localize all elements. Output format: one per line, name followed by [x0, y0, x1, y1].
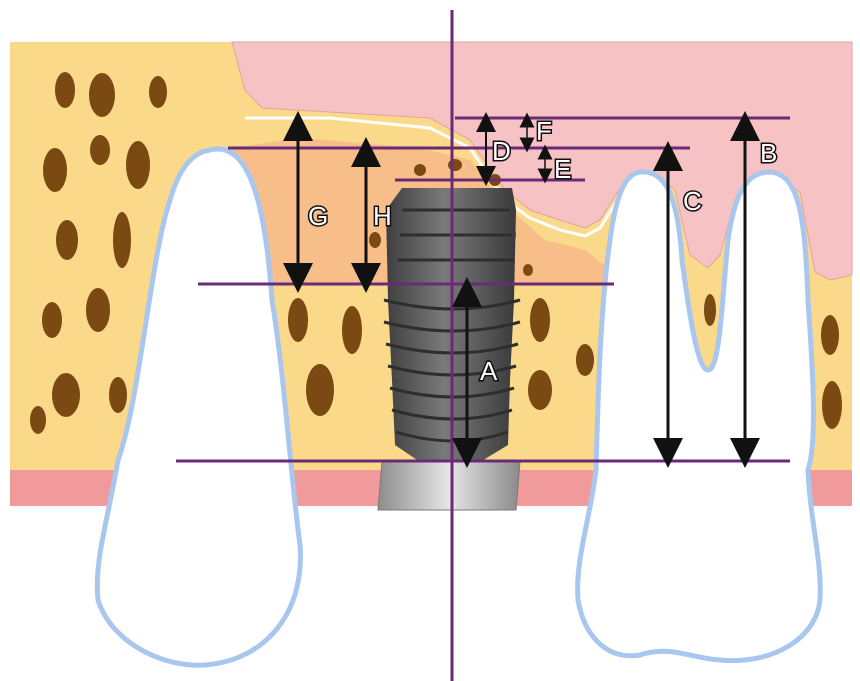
label-b: B — [760, 138, 777, 168]
abutment — [378, 462, 520, 510]
label-f: F — [536, 116, 552, 146]
label-d: D — [492, 136, 511, 166]
label-g: G — [308, 201, 328, 231]
label-e: E — [554, 154, 571, 184]
label-c: C — [683, 186, 702, 216]
label-a: A — [480, 356, 498, 386]
label-h: H — [373, 201, 392, 231]
